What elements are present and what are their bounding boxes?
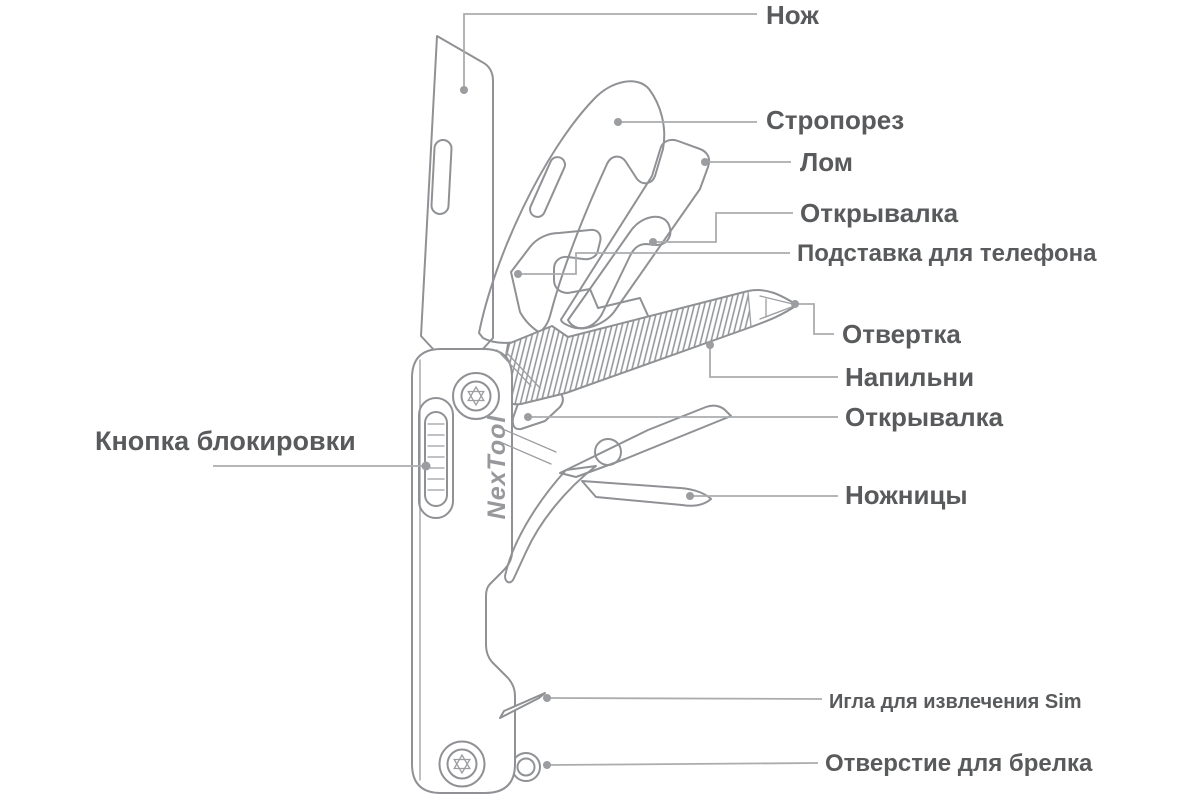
scissors	[499, 404, 732, 584]
leader-strap-cutter	[614, 118, 757, 126]
leader-keychain-hole	[543, 761, 819, 769]
scissors-lower-blade	[581, 480, 712, 507]
torx-screw-bottom	[438, 740, 486, 788]
lock-button-serrations	[427, 423, 445, 491]
strap-cutter	[478, 80, 666, 344]
lock-button-recess	[418, 397, 454, 519]
leader-pry-bar	[701, 158, 791, 166]
screw-bottom-torx	[453, 753, 471, 775]
leader-file	[706, 341, 838, 378]
label-scissors: Ножницы	[845, 480, 968, 510]
label-pry-bar: Лом	[800, 147, 853, 177]
scissors-handle-arm	[504, 465, 597, 584]
opener-top-claw	[567, 215, 672, 330]
label-sim-pin: Игла для извлечения Sim	[829, 691, 1082, 713]
label-screwdriver: Отвертка	[842, 319, 961, 349]
label-opener-top: Открывалка	[800, 198, 959, 228]
labels: Нож Стропорез Лом Открывалка Подставка д…	[95, 0, 1097, 777]
label-lock-button: Кнопка блокировки	[95, 426, 356, 456]
lock-button-slider	[424, 411, 448, 507]
lock-button	[418, 397, 454, 519]
label-strap-cutter: Стропорез	[766, 105, 904, 135]
tang-lines	[496, 349, 541, 389]
nextool-logo: NexTool	[483, 415, 511, 520]
screw-top-torx	[467, 385, 485, 407]
scissors-strut	[499, 429, 557, 465]
leader-opener-bottom	[524, 413, 838, 421]
label-opener-bottom: Открывалка	[845, 402, 1004, 432]
label-knife: Нож	[766, 0, 819, 30]
sim-eject-pin	[499, 692, 546, 719]
leader-lock-button	[213, 461, 431, 471]
leader-opener-top	[649, 212, 793, 246]
leader-sim-pin	[543, 694, 823, 702]
screw-bottom-mid	[446, 748, 478, 780]
leader-phone-stand	[514, 252, 790, 278]
leader-knife	[460, 13, 757, 94]
file-hatching	[500, 291, 751, 405]
leader-screwdriver	[791, 300, 834, 335]
label-keychain-hole: Отверстие для брелка	[825, 750, 1093, 777]
scissors-upper-blade	[559, 404, 732, 478]
label-phone-stand: Подставка для телефона	[797, 240, 1097, 267]
leader-lines	[213, 13, 838, 769]
screwdriver-tip	[747, 290, 798, 328]
screw-top-mid	[460, 380, 492, 412]
file-and-screwdriver	[499, 289, 798, 406]
keyring-outer	[511, 752, 541, 782]
keyring-inner	[516, 757, 536, 777]
torx-screw-top	[452, 372, 500, 420]
scissors-pivot	[594, 438, 622, 466]
strap-cutter-slot	[529, 156, 566, 218]
label-file: Напильни	[845, 362, 974, 392]
pry-bar	[560, 138, 711, 330]
screw-top-outer	[452, 372, 500, 420]
leader-scissors	[686, 492, 838, 500]
screw-bottom-outer	[438, 740, 486, 788]
knife-nail-slot	[430, 139, 453, 215]
handle: NexTool	[411, 348, 541, 794]
keyring-hole	[511, 752, 541, 782]
